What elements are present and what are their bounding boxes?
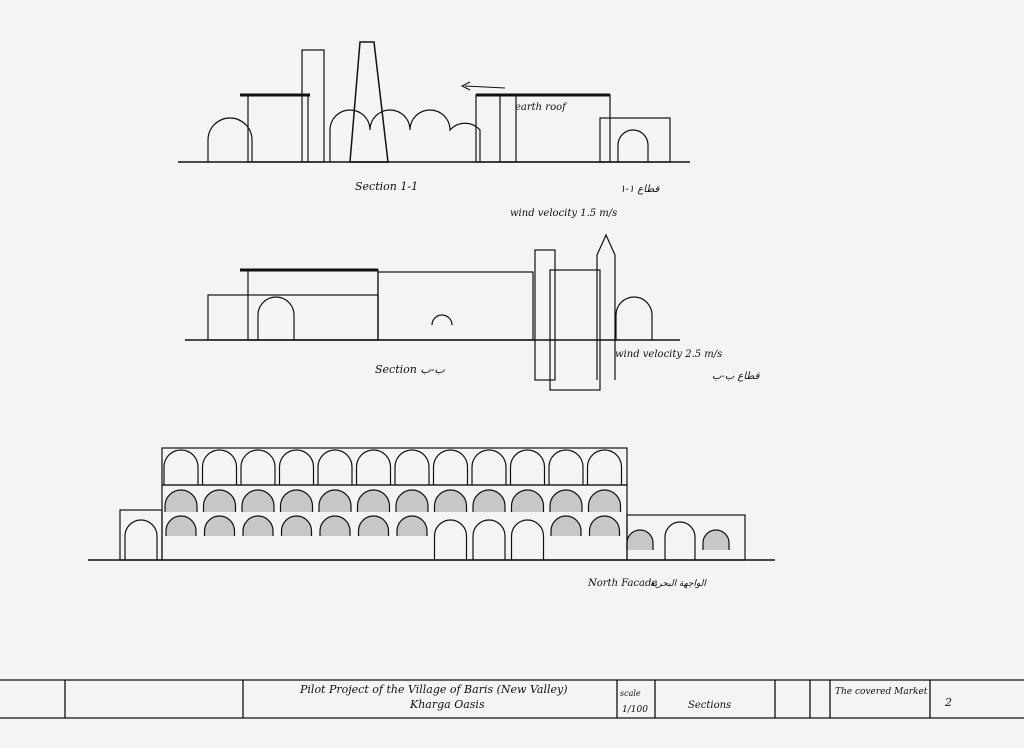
door-arch [510, 519, 545, 560]
section-1-1-drawing [178, 41, 690, 163]
lattice-arch [510, 489, 545, 512]
lattice-arch [356, 489, 391, 512]
roof-vault-arch [471, 449, 507, 485]
lattice-arch [587, 489, 622, 512]
building-name: The covered Market [835, 687, 928, 697]
lattice-arch [395, 489, 429, 512]
section-1-label: Section 1-1 [355, 180, 418, 193]
lattice-arch [164, 489, 198, 512]
window-arch [319, 515, 351, 536]
lattice-arch [433, 489, 468, 512]
lattice-arch [202, 489, 237, 512]
roof-vault-arch [586, 449, 623, 485]
facade-label: North Facade [587, 578, 657, 589]
roof-vault-arch [240, 449, 276, 485]
roof-vault-arch [509, 449, 546, 485]
wind-velocity-top-note: wind velocity 1.5 m/s [510, 208, 617, 219]
section-b-label: Section ب-ب [375, 363, 445, 376]
arrow-icon [460, 81, 506, 91]
lattice-arch [318, 489, 352, 512]
roof-vault-arch [163, 449, 199, 485]
title-block [0, 679, 1024, 719]
window-arch [280, 515, 313, 536]
scale-label: scale [620, 689, 641, 698]
earth-roof-note: earth roof [515, 102, 568, 113]
door-arch [472, 519, 506, 560]
side-window-arch [702, 529, 730, 550]
roof-vault-arch [201, 449, 238, 485]
wind-velocity-bottom-note: wind velocity 2.5 m/s [615, 349, 722, 360]
roof-vault-arch [394, 449, 430, 485]
window-arch [165, 515, 197, 536]
roof-vault-arch [317, 449, 353, 485]
lattice-arch [241, 489, 275, 512]
scale-value: 1/100 [622, 705, 648, 715]
section-b-arabic-label: قطاع ب-ب [712, 371, 761, 382]
window-arch [588, 515, 621, 536]
door-arch [433, 519, 468, 560]
side-arch [664, 521, 696, 560]
project-location: Kharga Oasis [409, 698, 485, 711]
north-facade-drawing [88, 447, 775, 561]
window-arch [242, 515, 274, 536]
side-window-arch [626, 529, 654, 550]
facade-arabic-label: الواجهة البحرية [650, 579, 707, 589]
sheet-number: 2 [944, 696, 952, 709]
roof-vault-arch [432, 449, 469, 485]
project-title: Pilot Project of the Village of Baris (N… [299, 683, 568, 696]
lattice-arch [472, 489, 506, 512]
side-arch [124, 519, 158, 560]
window-arch [203, 515, 236, 536]
roof-vault-arch [548, 449, 584, 485]
roof-vault-arch [355, 449, 392, 485]
lattice-arch [279, 489, 314, 512]
roof-vault-arch [278, 449, 315, 485]
window-arch [550, 515, 582, 536]
lattice-arch [549, 489, 583, 512]
window-arch [396, 515, 428, 536]
window-arch [357, 515, 390, 536]
section-b-drawing [185, 233, 680, 391]
section-1-arabic-label: قطاع ١-١ [620, 184, 661, 195]
drawing-type: Sections [688, 700, 731, 711]
